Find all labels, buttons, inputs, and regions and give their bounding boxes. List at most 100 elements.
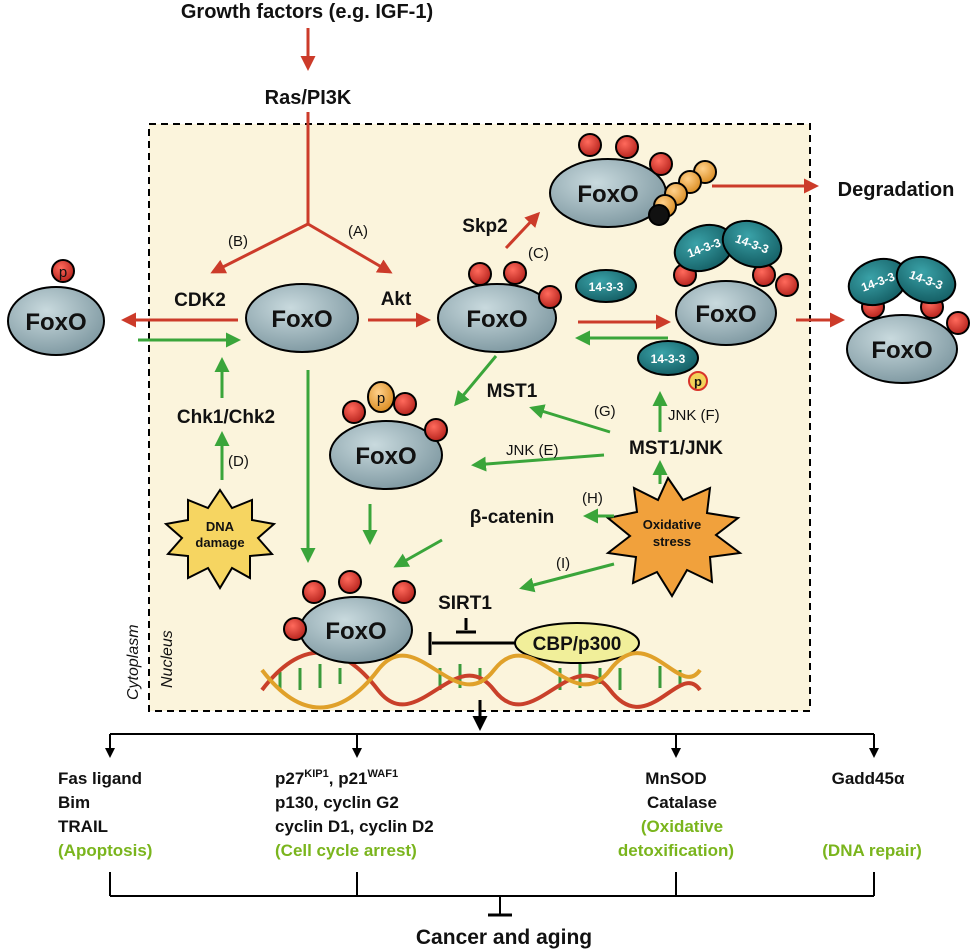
protein-14-3-3-phosphorylated — [637, 340, 699, 376]
apoptosis-gene-1: Fas ligand — [58, 769, 142, 788]
phospho-icon — [338, 570, 362, 594]
phospho-icon — [538, 285, 562, 309]
phospho-icon — [503, 261, 527, 285]
cancer-aging-label: Cancer and aging — [416, 926, 592, 949]
label-14-3-3: 14-3-3 — [589, 280, 624, 294]
nucleus-label: Nucleus — [159, 630, 176, 688]
sirt1-label: SIRT1 — [438, 593, 492, 614]
foxo-1433-complex — [675, 280, 777, 346]
chk-label: Chk1/Chk2 — [177, 407, 275, 428]
dna-damage-burst — [163, 488, 277, 590]
apoptosis-gene-3: TRAIL — [58, 817, 108, 836]
oxidative-stress-label-1: Oxidative — [643, 517, 702, 532]
phospho-icon — [424, 418, 448, 442]
protein-14-3-3-dimer-right — [895, 255, 957, 305]
phospho-icon — [392, 580, 416, 604]
degradation-label: Degradation — [838, 179, 955, 201]
foxo-label: FoxO — [325, 618, 386, 645]
tag-a: (A) — [348, 223, 368, 240]
dna-repair-gene: Gadd45α — [832, 769, 905, 788]
phospho-icon — [615, 135, 639, 159]
phospho-icon — [775, 273, 799, 297]
phospho-icon — [578, 133, 602, 157]
dna-strand-1 — [260, 650, 702, 709]
cdk2-label: CDK2 — [174, 290, 226, 311]
dna-repair-outcome: (DNA repair) — [822, 841, 922, 860]
tag-c: (C) — [528, 245, 549, 262]
oxidative-stress-burst — [605, 475, 743, 598]
phospho-group — [468, 261, 562, 309]
arrow-beta-catenin — [393, 538, 443, 568]
foxo-cytoplasm-left — [7, 286, 105, 356]
arrow-to-mst1-foxo — [454, 355, 498, 407]
tag-d: (D) — [228, 453, 249, 470]
ras-pi3k-label: Ras/PI3K — [265, 87, 352, 109]
phospho-icon — [342, 400, 366, 424]
foxo-label: FoxO — [355, 443, 416, 470]
cytoplasm-label: Cytoplasm — [125, 624, 142, 700]
tag-h: (H) — [582, 490, 603, 507]
phospho-icon — [649, 152, 673, 176]
p-label: p — [694, 374, 702, 389]
oxidative-outcome-2: detoxification) — [618, 841, 734, 860]
foxo-label: FoxO — [25, 309, 86, 336]
mst1-phospho-orange-icon — [367, 381, 395, 413]
arrow-jnk-e — [471, 453, 605, 472]
label-14-3-3: 14-3-3 — [651, 352, 686, 366]
foxo-mst1-phosphorylated — [329, 420, 443, 490]
jnk-e-label: JNK (E) — [506, 442, 559, 459]
p-label: p — [59, 264, 67, 281]
foxo-akt-phosphorylated — [437, 283, 557, 353]
foxo-label: FoxO — [466, 306, 527, 333]
tag-g: (G) — [594, 403, 616, 420]
apoptosis-gene-2: Bim — [58, 793, 90, 812]
apoptosis-outcome: (Apoptosis) — [58, 841, 152, 860]
oxidative-gene-1: MnSOD — [645, 769, 706, 788]
dna-damage-label-2: damage — [195, 535, 244, 550]
foxo-label: FoxO — [271, 306, 332, 333]
foxo-label: FoxO — [871, 337, 932, 364]
arrow-g — [529, 404, 611, 434]
cell-cycle-gene-3: cyclin D1, cyclin D2 — [275, 817, 434, 836]
dna-helix — [260, 650, 702, 710]
growth-factors-label: Growth factors (e.g. IGF-1) — [181, 1, 433, 23]
phospho-icon — [302, 580, 326, 604]
arrow-to-cdk2-b — [210, 222, 309, 274]
ubiquitin-chain — [648, 160, 717, 226]
nucleus-compartment — [148, 123, 811, 712]
skp2-label: Skp2 — [462, 216, 507, 237]
oxidative-gene-2: Catalase — [647, 793, 717, 812]
foxo-label: FoxO — [695, 301, 756, 328]
jnk-f-label: JNK (F) — [668, 407, 720, 424]
mst1-label: MST1 — [487, 381, 538, 402]
phospho-icon — [51, 259, 75, 283]
cell-cycle-gene-2: p130, cyclin G2 — [275, 793, 399, 812]
foxo-1433-complex-cytoplasm — [846, 314, 958, 384]
oxidative-stress-label-2: stress — [653, 534, 691, 549]
tag-b: (B) — [228, 233, 248, 250]
ubiquitin-ligase-icon — [648, 204, 670, 226]
foxo-nuclear-center — [245, 283, 359, 353]
tag-i: (I) — [556, 555, 570, 572]
protein-14-3-3-dimer-right — [721, 219, 783, 269]
beta-catenin-label: β-catenin — [470, 507, 554, 528]
akt-label: Akt — [381, 289, 412, 310]
cbp-label: CBP/p300 — [533, 634, 622, 655]
arrow-to-akt-a — [307, 222, 393, 274]
p-label: p — [377, 390, 385, 407]
phospho-icon — [283, 617, 307, 641]
arrow-skp2 — [504, 211, 541, 250]
dna-strand-2 — [260, 651, 702, 710]
phospho-yellow-icon — [688, 371, 708, 391]
protein-14-3-3 — [575, 269, 637, 303]
phospho-icon — [946, 311, 970, 335]
dna-damage-label-1: DNA — [206, 519, 235, 534]
cell-cycle-gene-1: p27KIP1, p21WAF1 — [275, 768, 398, 788]
cell-cycle-outcome: (Cell cycle arrest) — [275, 841, 417, 860]
mst1-jnk-label: MST1/JNK — [629, 438, 723, 459]
phospho-icon — [468, 262, 492, 286]
arrow-i — [519, 562, 615, 593]
foxo-label: FoxO — [577, 181, 638, 208]
oxidative-outcome-1: (Oxidative — [641, 817, 723, 836]
